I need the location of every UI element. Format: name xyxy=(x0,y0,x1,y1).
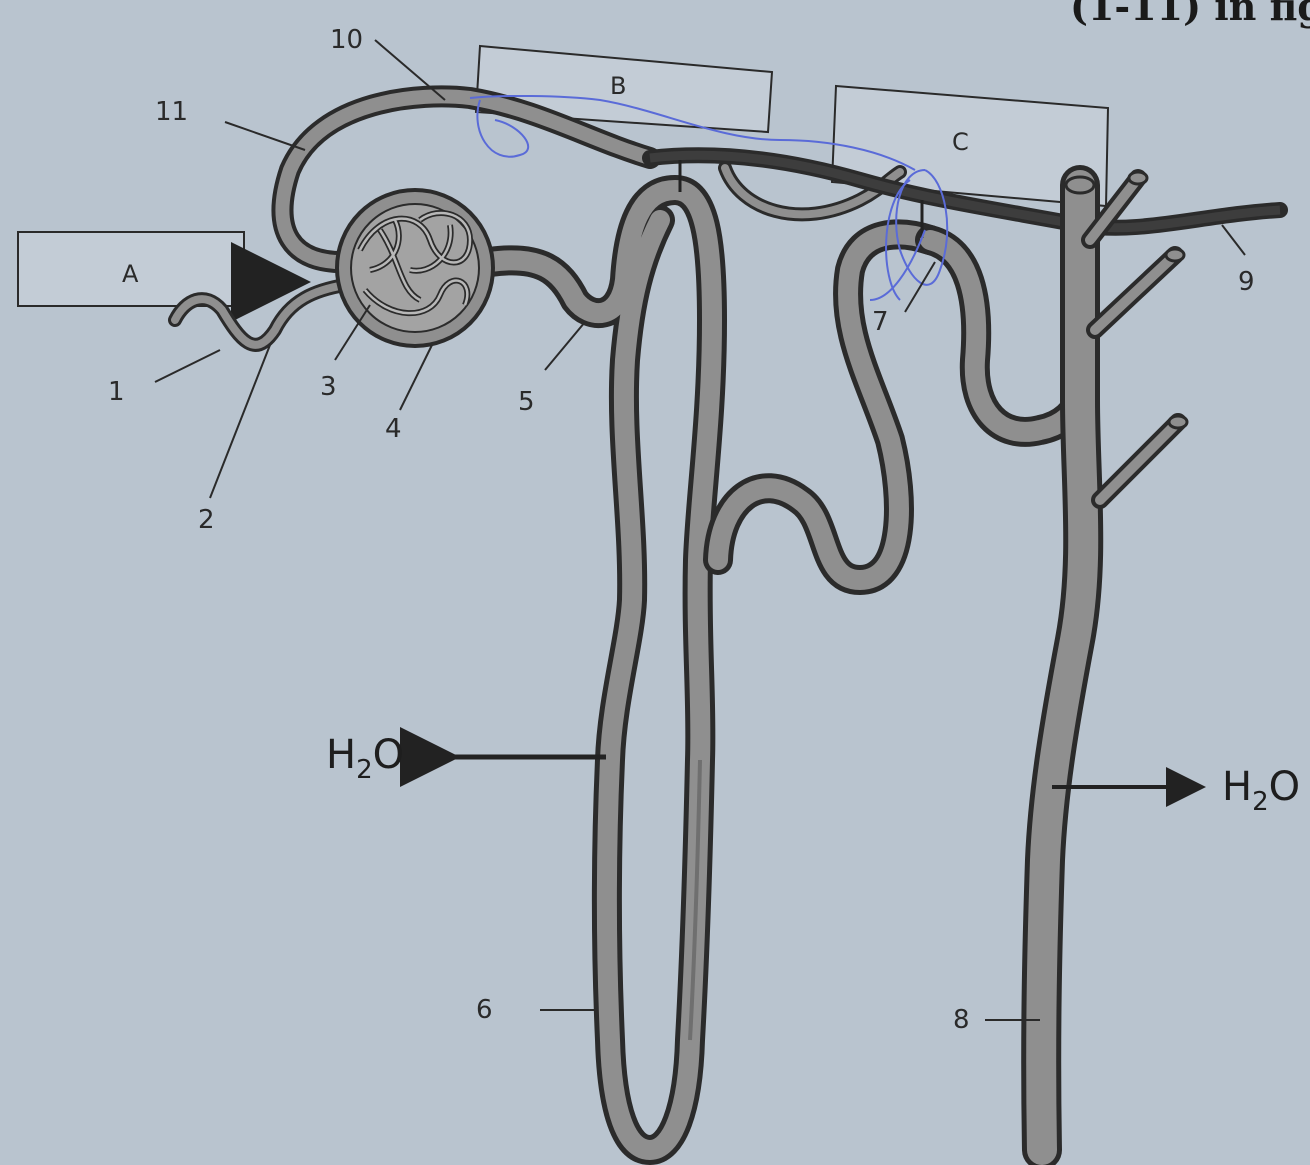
number-5: 5 xyxy=(518,387,535,417)
leader-11 xyxy=(225,122,305,150)
number-2: 2 xyxy=(198,505,215,535)
glomerulus xyxy=(337,190,493,346)
leader-9 xyxy=(1222,225,1245,255)
distal-tubule xyxy=(718,234,1080,580)
loop-of-henle xyxy=(490,190,712,1150)
number-10: 10 xyxy=(330,25,363,55)
box-c-label: C xyxy=(952,128,969,156)
number-1: 1 xyxy=(108,377,125,407)
leader-4 xyxy=(400,345,432,410)
number-7: 7 xyxy=(872,307,889,337)
collecting-duct xyxy=(1041,172,1187,1150)
h2o-left-label: H2O xyxy=(326,732,404,785)
leader-1 xyxy=(155,350,220,382)
number-11: 11 xyxy=(155,97,188,127)
number-4: 4 xyxy=(385,414,402,444)
leader-2 xyxy=(210,345,270,498)
number-3: 3 xyxy=(320,372,337,402)
number-6: 6 xyxy=(476,995,493,1025)
box-b-label: B xyxy=(610,72,626,100)
number-9: 9 xyxy=(1238,267,1255,297)
number-8: 8 xyxy=(953,1005,970,1035)
box-a-label: A xyxy=(122,260,139,288)
header-fragment: (1-11) în figura d xyxy=(1070,0,1310,29)
afferent-arteriole xyxy=(175,285,345,345)
h2o-right-label: H2O xyxy=(1222,764,1300,817)
leader-5 xyxy=(545,322,585,370)
